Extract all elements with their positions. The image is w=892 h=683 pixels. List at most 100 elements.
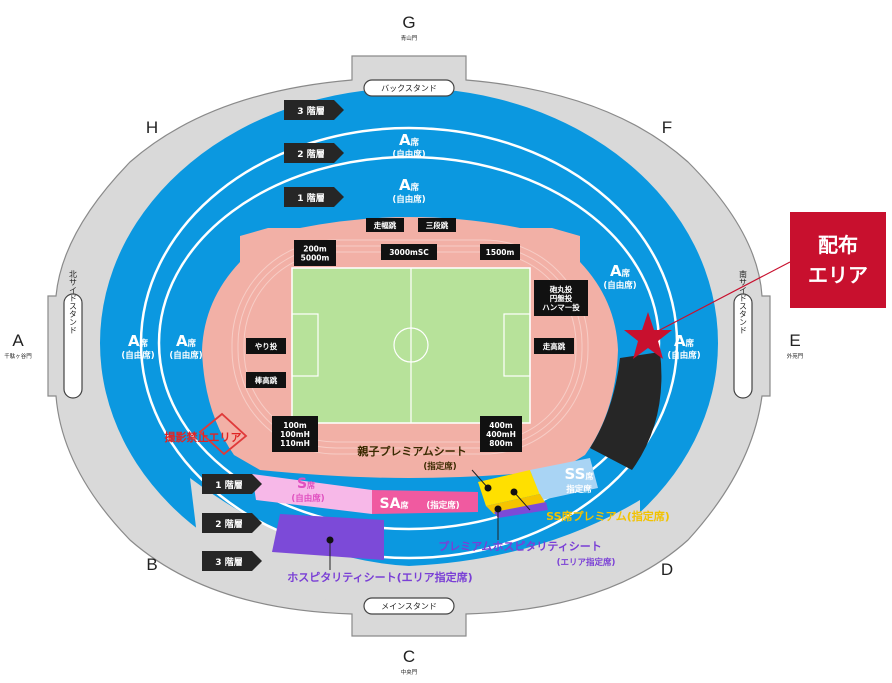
a-seat-right-lower-sub: (自由席) — [667, 350, 700, 361]
event-pole-vault-box — [246, 372, 286, 388]
center-circle — [393, 327, 429, 363]
south-stand-pill — [733, 293, 753, 399]
ss-premium-dot-leader — [513, 491, 531, 511]
no-photo-area — [198, 412, 248, 456]
main-stand-grey — [190, 478, 640, 606]
family-premium-dot — [484, 484, 492, 492]
gate-e-letter: E — [789, 331, 800, 350]
event-javelin: やり投 — [255, 341, 278, 351]
distribution-star-icon — [624, 312, 672, 359]
main-stand-pill — [363, 597, 455, 615]
ss-seat-label: SS席 — [565, 465, 594, 483]
event-1500: 1500m — [486, 248, 515, 257]
gate-c-letter: C — [403, 647, 415, 666]
premium-hosp-sub: (エリア指定席) — [557, 557, 616, 568]
floor-tag-back-3: 3 階層 — [297, 105, 324, 117]
a-seat-back-1: A席 — [399, 176, 420, 194]
family-premium-zone — [478, 470, 540, 506]
ss-seat-sub: 指定席 — [566, 484, 592, 495]
hospitality-dot — [326, 536, 334, 544]
event-200-5000-box — [294, 240, 336, 266]
premium-hosp-label: プレミアムホスピタリティシート — [438, 539, 602, 553]
event-long-jump-box — [366, 218, 404, 232]
event-steeple-box — [381, 244, 437, 260]
s-seat-zone — [252, 474, 372, 514]
floor-tag-back-1-shape — [284, 187, 344, 207]
callout-line1: 配布 — [818, 233, 858, 257]
east-black-section — [590, 352, 662, 470]
gate-b-letter: B — [146, 555, 157, 574]
floor-tag-main-2: 2 階層 — [215, 518, 242, 530]
floor-tag-back-2-shape — [284, 143, 344, 163]
sa-seat-zone — [372, 490, 478, 514]
s-seat-label: S席 — [297, 476, 315, 492]
gate-a-sub: 千駄ヶ谷門 — [4, 352, 32, 360]
ss-seat-zone — [530, 458, 598, 500]
floor-tag-main-1: 1 階層 — [215, 479, 242, 491]
family-premium-sub: (指定席) — [423, 461, 456, 472]
event-long-jump: 走幅跳 — [374, 220, 397, 230]
gate-h-letter: H — [146, 118, 158, 137]
gate-g-letter: G — [402, 13, 415, 32]
hospitality-zone — [272, 514, 384, 560]
event-throws-box — [534, 280, 588, 316]
event-triple-jump-box — [418, 218, 456, 232]
a-seat-left-inner: A席 — [176, 332, 197, 350]
ss-premium-label: SS席プレミアム(指定席) — [546, 509, 670, 523]
floor-tag-main-3-shape — [202, 551, 262, 571]
ring-line-outer — [139, 126, 679, 560]
south-stand-label: 南サイドスタンド — [739, 269, 748, 334]
a-seat-back-1-sub: (自由席) — [392, 194, 425, 205]
gate-c-sub: 中央門 — [401, 668, 418, 676]
event-high-jump-box — [534, 338, 574, 354]
sa-seat-sub: (指定席) — [426, 500, 459, 511]
gate-g-sub: 青山門 — [401, 34, 418, 42]
gate-f-letter: F — [662, 118, 672, 137]
event-sprints-box — [272, 416, 318, 452]
family-premium-label: 親子プレミアムシート — [357, 444, 466, 458]
event-triple-jump: 三段跳 — [426, 220, 449, 230]
event-1500-box — [480, 244, 520, 260]
sa-seat-label: SA席 — [380, 496, 409, 512]
ss-premium-dot — [510, 488, 518, 496]
callout-leader — [655, 261, 791, 333]
floor-tag-main-2-shape — [202, 513, 262, 533]
premium-hosp-dot — [494, 505, 502, 513]
s-seat-sub: (自由席) — [291, 493, 324, 504]
floor-tag-main-3: 3 階層 — [215, 556, 242, 568]
premium-hosp-zone — [494, 502, 548, 518]
back-stand-pill — [363, 79, 455, 97]
floor-tag-back-2: 2 階層 — [297, 148, 324, 160]
event-steeple: 3000mSC — [389, 248, 429, 257]
gate-d-letter: D — [661, 560, 673, 579]
distribution-area-callout: 配布 エリア — [790, 212, 886, 308]
a-seat-right-lower: A席 — [674, 332, 695, 350]
no-photo-label: 撮影禁止エリア — [165, 430, 242, 444]
hospitality-label: ホスピタリティシート(エリア指定席) — [287, 570, 472, 584]
event-throws: 砲丸投円盤投ハンマー投 — [542, 284, 580, 312]
event-javelin-box — [246, 338, 286, 354]
main-stand-label: メインスタンド — [381, 602, 437, 611]
a-seat-left-outer-sub: (自由席) — [121, 350, 154, 361]
event-400-box — [480, 416, 522, 452]
a-seat-left-outer: A席 — [128, 332, 149, 350]
penalty-box-right — [503, 313, 531, 377]
a-seat-right-upper: A席 — [610, 262, 631, 280]
north-stand-pill — [63, 293, 83, 399]
floor-tag-main-1-shape — [202, 474, 262, 494]
gate-a-letter: A — [12, 331, 24, 350]
a-seat-right-upper-sub: (自由席) — [603, 280, 636, 291]
family-premium-dot-leader — [471, 469, 489, 489]
floor-tag-back-1: 1 階層 — [297, 192, 324, 204]
north-stand-label: 北サイドスタンド — [69, 270, 78, 334]
event-high-jump: 走高跳 — [543, 341, 566, 351]
floor-tag-back-3-shape — [284, 100, 344, 120]
event-pole-vault: 棒高跳 — [255, 375, 278, 385]
back-stand-label: バックスタンド — [381, 84, 437, 93]
a-seat-left-inner-sub: (自由席) — [169, 350, 202, 361]
